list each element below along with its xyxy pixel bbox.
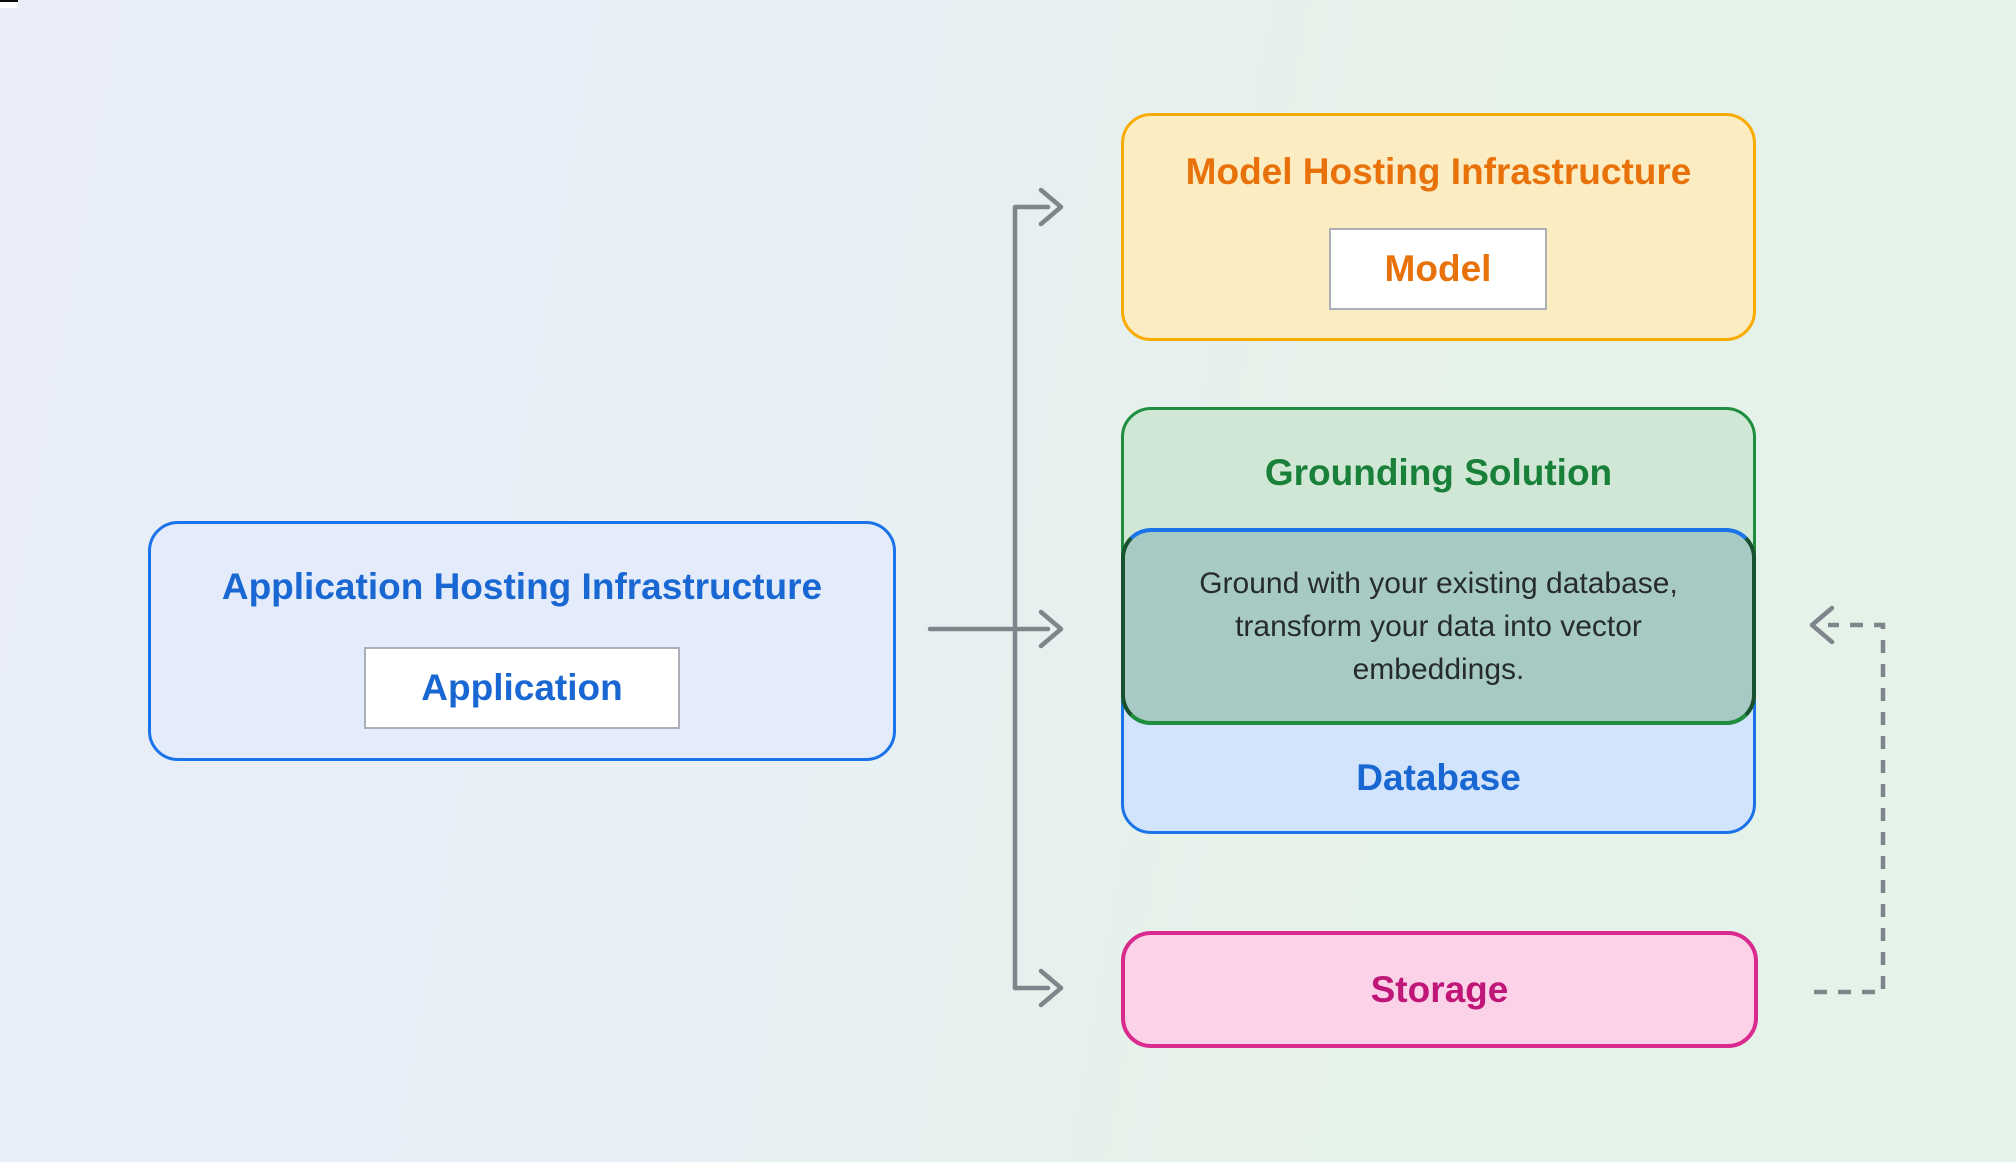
dashed-arrowhead-to-grounding	[1809, 605, 1835, 645]
arrowhead-to-model	[1038, 187, 1064, 227]
grounding-description: Ground with your existing database, tran…	[1199, 567, 1678, 686]
database-label: Database	[1356, 757, 1521, 798]
model-chip-label: Model	[1384, 248, 1492, 289]
application-chip: Application	[364, 647, 680, 729]
storage-box: Storage	[1121, 931, 1758, 1048]
arrowhead-to-storage	[1038, 968, 1064, 1008]
application-hosting-title: Application Hosting Infrastructure	[221, 566, 823, 607]
corner-artifact	[0, 0, 18, 8]
application-chip-label: Application	[421, 667, 623, 708]
arrow-vertical-branch-top	[1012, 204, 1051, 991]
grounding-database-overlap: Ground with your existing database, tran…	[1121, 528, 1756, 725]
arrowhead-to-grounding	[1038, 609, 1064, 649]
storage-label: Storage	[1370, 968, 1509, 1010]
dashed-feedback-path	[1814, 622, 1886, 995]
model-chip: Model	[1329, 228, 1547, 310]
model-hosting-title: Model Hosting Infrastructure	[1185, 151, 1692, 192]
grounding-solution-title: Grounding Solution	[1264, 452, 1613, 493]
model-hosting-box: Model Hosting Infrastructure	[1121, 113, 1756, 341]
